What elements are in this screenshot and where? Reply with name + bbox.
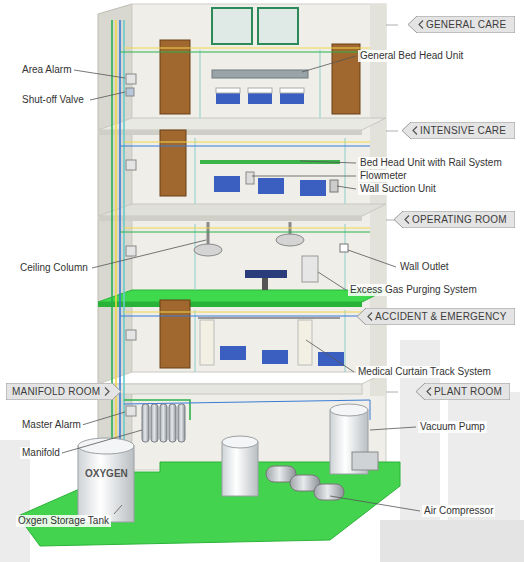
callout-label: Medical Curtain Track System — [356, 366, 493, 378]
callout-label: Wall Suction Unit — [358, 183, 438, 195]
callout-label: Wall Outlet — [398, 261, 451, 273]
banner-text: GENERAL CARE — [408, 16, 515, 33]
callout-label: Excess Gas Purging System — [348, 284, 479, 296]
banner-outline — [402, 122, 515, 139]
banner-outline — [6, 383, 121, 400]
callout-label: General Bed Head Unit — [358, 50, 465, 62]
section-banner: MANIFOLD ROOM — [6, 383, 121, 400]
banner-text: INTENSIVE CARE — [402, 122, 515, 139]
section-banner: PLANT ROOM — [416, 383, 510, 400]
callout-label: Shut-off Valve — [20, 94, 86, 106]
banner-text: MANIFOLD ROOM — [6, 383, 121, 400]
callout-label: Oxgen Storage Tank — [16, 515, 111, 527]
callout-label: Ceiling Column — [18, 262, 90, 274]
ground-floor — [18, 462, 400, 546]
banner-text: ACCIDENT & EMERGENCY — [357, 308, 515, 325]
section-banner: INTENSIVE CARE — [402, 122, 515, 139]
banner-text: OPERATING ROOM — [394, 211, 515, 228]
general-care-furniture — [212, 70, 308, 104]
alarm-panels — [126, 74, 136, 416]
tank-marking: OXYGEN — [85, 468, 128, 480]
plant-room-equipment — [222, 404, 378, 500]
banner-outline — [394, 211, 515, 228]
banner-lines — [98, 25, 398, 392]
section-banner: OPERATING ROOM — [394, 211, 515, 228]
callout-label: Vacuum Pump — [418, 421, 487, 433]
banner-chevron — [427, 388, 431, 396]
glass-partitions — [195, 50, 345, 372]
callout-label: Manifold — [20, 447, 62, 459]
gas-pipes — [112, 20, 370, 460]
manifold — [142, 404, 185, 442]
callout-label: Flowmeter — [358, 170, 409, 182]
banner-outline — [408, 16, 515, 33]
callout-label: Bed Head Unit with Rail System — [358, 157, 504, 169]
banner-outline — [416, 383, 510, 400]
banner-outline — [357, 308, 515, 325]
callout-label: Master Alarm — [20, 419, 83, 431]
emergency-furniture — [198, 318, 344, 366]
banner-chevron — [419, 21, 423, 29]
section-banner: ACCIDENT & EMERGENCY — [357, 308, 515, 325]
banner-text: PLANT ROOM — [416, 383, 510, 400]
callout-label: Area Alarm — [20, 64, 73, 76]
building-walls — [98, 4, 386, 482]
oxygen-tank — [78, 438, 134, 522]
banner-chevron — [413, 127, 417, 135]
section-banner: GENERAL CARE — [408, 16, 515, 33]
banner-chevron — [105, 388, 109, 396]
doors — [160, 40, 360, 368]
intensive-care-furniture — [200, 160, 340, 196]
banner-chevron — [368, 313, 372, 321]
callout-label: Air Compressor — [422, 505, 495, 517]
banner-chevron — [405, 216, 409, 224]
